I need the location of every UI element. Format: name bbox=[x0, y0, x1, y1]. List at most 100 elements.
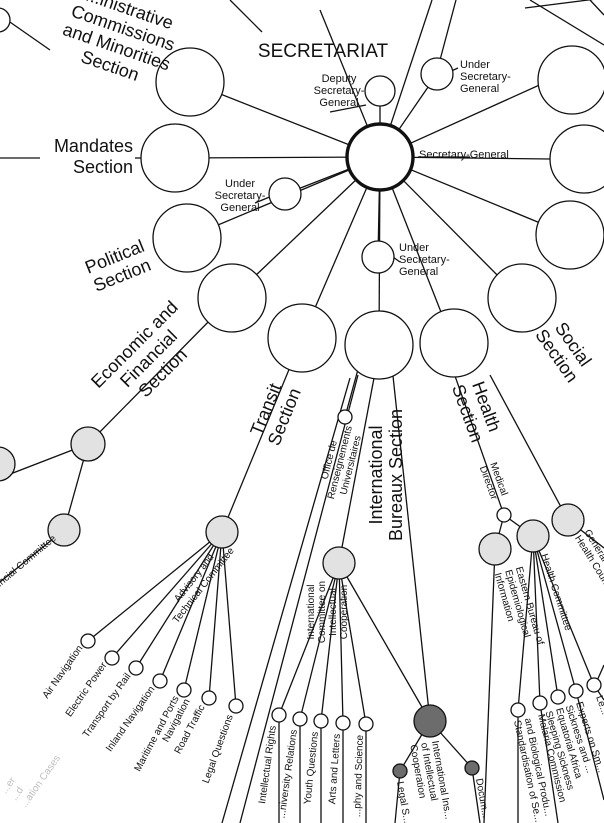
svg-text:Secretary-: Secretary- bbox=[215, 190, 266, 202]
svg-text:Cooperation: Cooperation bbox=[339, 585, 350, 639]
icic-items-labels: Intellectual Rights ...niversity Relatio… bbox=[257, 725, 366, 819]
experts-node bbox=[568, 683, 584, 699]
hub-secretary-general-node bbox=[345, 122, 415, 192]
svg-text:General: General bbox=[399, 266, 438, 278]
intl-bureaux-node bbox=[344, 310, 414, 380]
eastern-bureau-label: Eastern Bureau of Epidemiological Inform… bbox=[492, 566, 546, 647]
svg-text:General: General bbox=[319, 97, 358, 109]
youth-questions-node bbox=[313, 713, 329, 729]
transport-rail-node bbox=[128, 660, 144, 676]
general-health-council-label: General ... Health Coun... bbox=[572, 528, 604, 594]
nodes bbox=[0, 7, 604, 779]
eastern-bureau-node bbox=[478, 532, 512, 566]
under-secretary-left-label: Under Secretary- General bbox=[215, 178, 266, 214]
economic-node bbox=[197, 263, 267, 333]
economic-left-node bbox=[0, 446, 16, 482]
right-section-node-1 bbox=[537, 45, 604, 115]
transit-node bbox=[267, 303, 337, 373]
svg-text:Youth Questions: Youth Questions bbox=[302, 731, 321, 805]
university-relations-node bbox=[292, 711, 308, 727]
faint-labels: ...er ...d ...ation Cases bbox=[0, 753, 63, 809]
under-secretary-general-top-node bbox=[420, 57, 454, 91]
right-section-node-2 bbox=[549, 124, 604, 194]
intl-bureaux-label: International Bureaux Section bbox=[366, 409, 406, 541]
svg-text:...niversity Relations: ...niversity Relations bbox=[277, 729, 300, 819]
svg-text:Section: Section bbox=[73, 157, 133, 177]
road-traffic-node bbox=[201, 690, 217, 706]
documentation-node bbox=[464, 760, 480, 776]
secretariat-title: SECRETARIAT bbox=[258, 41, 389, 62]
icic-label: International Committee on Intellectual … bbox=[306, 581, 350, 643]
advisory-committee-node bbox=[205, 515, 239, 549]
standardisation-node bbox=[510, 702, 526, 718]
electric-power-node bbox=[104, 650, 120, 666]
svg-text:...phy and Science: ...phy and Science bbox=[352, 734, 366, 817]
health-committee-node bbox=[516, 519, 550, 553]
financial-committee-node bbox=[47, 513, 81, 547]
svg-text:Mandates: Mandates bbox=[54, 136, 133, 156]
svg-text:Deputy: Deputy bbox=[322, 73, 357, 85]
sleeping-sickness-node bbox=[550, 689, 566, 705]
svg-text:International: International bbox=[306, 584, 317, 639]
political-node bbox=[152, 203, 222, 273]
svg-text:Committee on: Committee on bbox=[317, 581, 328, 643]
svg-text:Intellectual Rights: Intellectual Rights bbox=[257, 725, 279, 805]
science-node bbox=[358, 716, 374, 732]
financial-committee-label: ...ncial Committee bbox=[0, 533, 59, 593]
malaria-node bbox=[532, 695, 548, 711]
admin-commissions-node bbox=[155, 47, 225, 117]
office-renseignements-node bbox=[337, 409, 353, 425]
maritime-node bbox=[176, 682, 192, 698]
mandates-label: Mandates Section bbox=[54, 136, 133, 177]
health-label: Health Section bbox=[448, 379, 505, 445]
svg-text:General: General bbox=[460, 83, 499, 95]
economic-sub-node bbox=[70, 426, 106, 462]
medical-director-node bbox=[496, 507, 512, 523]
svg-text:International: International bbox=[366, 425, 386, 524]
legal-service-node bbox=[392, 763, 408, 779]
svg-text:Intellectual: Intellectual bbox=[328, 588, 339, 636]
svg-text:Secretary-: Secretary- bbox=[399, 254, 450, 266]
top-left-node bbox=[0, 7, 11, 33]
svg-text:...ncial Committee: ...ncial Committee bbox=[0, 533, 59, 593]
political-label: Political Section bbox=[82, 236, 154, 296]
transit-label: Transit Section bbox=[246, 380, 305, 448]
svg-text:Secretary-: Secretary- bbox=[314, 85, 365, 97]
air-navigation-node bbox=[80, 633, 96, 649]
right-section-node-3 bbox=[535, 200, 604, 270]
svg-text:Secretary-General: Secretary-General bbox=[419, 149, 509, 161]
le-label: Le... bbox=[593, 694, 604, 716]
iiic-label: International Ins... of Intellectual Coo… bbox=[407, 740, 453, 820]
iiic-node bbox=[413, 704, 447, 738]
svg-text:Under: Under bbox=[460, 59, 490, 71]
svg-text:Bureaux Section: Bureaux Section bbox=[386, 409, 406, 541]
mandates-node bbox=[140, 123, 210, 193]
deputy-label: Deputy Secretary- General bbox=[314, 73, 365, 109]
legal-questions-node bbox=[228, 698, 244, 714]
secretary-general-label: Secretary-General bbox=[419, 149, 509, 161]
intellectual-rights-node bbox=[271, 707, 287, 723]
le-node bbox=[586, 677, 602, 693]
under-secretary-general-bottom-node bbox=[361, 240, 395, 274]
general-health-council-node bbox=[551, 503, 585, 537]
arts-letters-node bbox=[335, 715, 351, 731]
svg-text:Legal Questions: Legal Questions bbox=[201, 713, 236, 785]
social-node bbox=[487, 263, 557, 333]
deputy-secretary-general-node bbox=[364, 75, 396, 107]
medical-director-label: Medical Director bbox=[477, 461, 510, 502]
icic-node bbox=[322, 546, 356, 580]
under-secretary-top-label: Under Secretary- General bbox=[460, 59, 511, 95]
svg-text:Under: Under bbox=[399, 242, 429, 254]
svg-text:Secretary-: Secretary- bbox=[460, 71, 511, 83]
svg-text:...ation Cases: ...ation Cases bbox=[19, 753, 63, 809]
health-node bbox=[419, 308, 489, 378]
under-secretary-general-left-node bbox=[268, 177, 302, 211]
inland-navigation-node bbox=[152, 673, 168, 689]
svg-text:General: General bbox=[220, 202, 259, 214]
svg-text:Under: Under bbox=[225, 178, 255, 190]
economic-label: Economic and Financial Section bbox=[87, 297, 191, 401]
svg-text:Arts and Letters: Arts and Letters bbox=[327, 733, 343, 804]
